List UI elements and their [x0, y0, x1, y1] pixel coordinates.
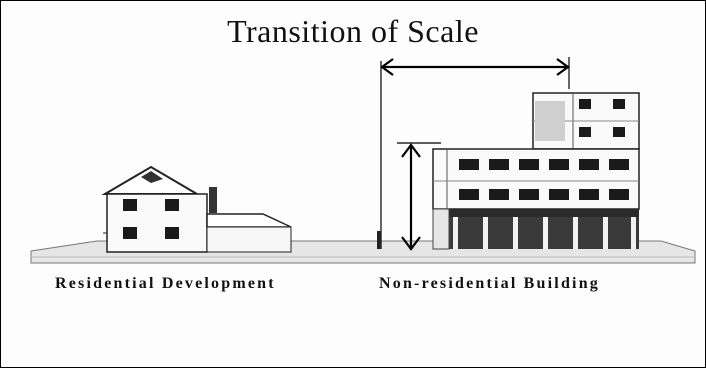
residential-house	[101, 165, 292, 253]
non-residential-caption: Non-residential Building	[379, 275, 600, 292]
storefront-columns	[453, 217, 636, 249]
building-edge-line	[377, 61, 382, 249]
window-row-2	[459, 189, 629, 200]
non-residential-building	[432, 92, 640, 250]
height-arrow	[397, 142, 441, 251]
window-row-1	[459, 159, 629, 170]
width-arrow	[380, 57, 570, 89]
diagram-title: Transition of Scale	[227, 13, 479, 49]
residential-caption: Residential Development	[55, 275, 276, 292]
